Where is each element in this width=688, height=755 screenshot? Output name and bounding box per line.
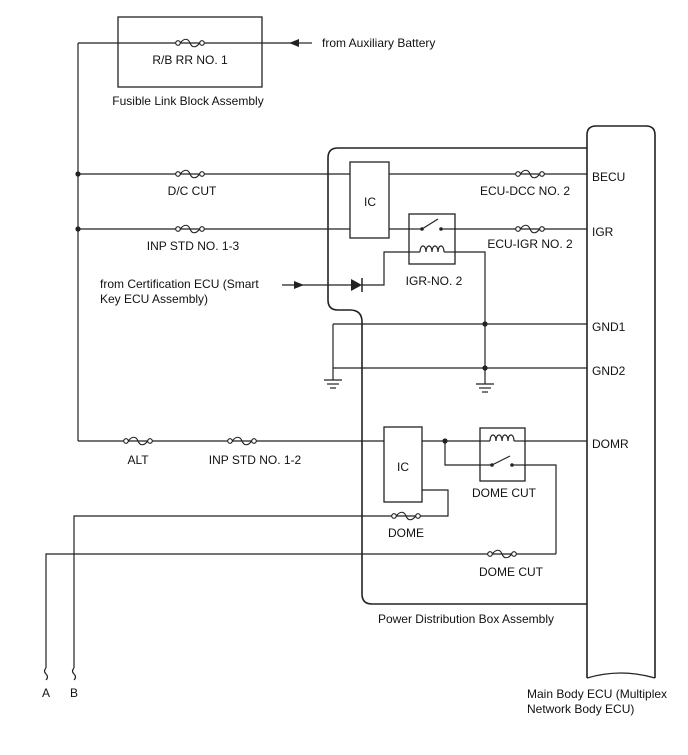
coil-to-diode-wire xyxy=(362,251,409,286)
igr-terminal-label: IGR xyxy=(592,225,614,239)
domr-to-relay-wire xyxy=(444,441,480,466)
main-body-ecu-outline xyxy=(586,125,656,678)
dc-cut-label: D/C CUT xyxy=(168,184,217,198)
cert-ecu-arrow xyxy=(294,281,304,289)
terminal-a-label: A xyxy=(42,686,50,700)
main-body-ecu-label-2: Network Body ECU) xyxy=(527,702,634,716)
relay-contact xyxy=(439,227,443,231)
domr-terminal-label: DOMR xyxy=(592,437,629,451)
dome-fuse xyxy=(391,511,421,521)
main-body-ecu-break xyxy=(586,672,656,679)
inp-std-no1-2-label: INP STD NO. 1-2 xyxy=(209,453,302,467)
ic-bottom-box xyxy=(383,426,423,503)
fusible-link-block-label: Fusible Link Block Assembly xyxy=(112,94,263,108)
relay-contact xyxy=(490,463,494,467)
ecu-dcc-no2-label: ECU-DCC NO. 2 xyxy=(480,184,570,198)
relay-to-dome-cut-wire xyxy=(525,464,557,554)
dome-cut-fuse-label: DOME CUT xyxy=(479,565,544,579)
dome-label: DOME xyxy=(388,526,424,540)
gnd1-terminal-label: GND1 xyxy=(592,320,626,334)
alt-label: ALT xyxy=(127,453,149,467)
ecu-igr-no2-label: ECU-IGR NO. 2 xyxy=(487,237,573,251)
terminal-b-break xyxy=(71,667,77,681)
relay-contact xyxy=(420,227,424,231)
relay-coil xyxy=(419,245,445,253)
rb-rr-no1-label: R/B RR NO. 1 xyxy=(152,53,228,67)
ic-top-box xyxy=(349,161,390,239)
ground-symbol xyxy=(323,379,343,389)
ecu-dcc-no2-fuse xyxy=(515,169,545,179)
igr-no2-relay-box xyxy=(408,213,456,265)
fusible-link-block xyxy=(117,16,263,88)
inp-std-no1-3-label: INP STD NO. 1-3 xyxy=(147,239,240,253)
alt-fuse xyxy=(123,436,153,446)
power-distribution-box-outline xyxy=(327,147,587,605)
inp-std-no1-2-fuse xyxy=(227,436,257,446)
from-cert-ecu-label-2: Key ECU Assembly) xyxy=(100,292,208,306)
main-body-ecu-label-1: Main Body ECU (Multiplex xyxy=(527,687,667,701)
from-aux-battery-label: from Auxiliary Battery xyxy=(322,36,435,50)
relay-contact xyxy=(510,463,514,467)
ground-symbol xyxy=(475,383,495,393)
dome-relay-coil xyxy=(489,434,515,442)
ecu-igr-no2-fuse xyxy=(515,224,545,234)
dome-cut-wire xyxy=(45,553,556,668)
gnd2-terminal-label: GND2 xyxy=(592,364,626,378)
from-cert-ecu-label-1: from Certification ECU (Smart xyxy=(100,277,259,291)
ic-bottom-label: IC xyxy=(397,460,409,474)
power-distribution-box-label: Power Distribution Box Assembly xyxy=(378,612,554,626)
ic-to-dome-wire xyxy=(73,489,449,668)
coil-to-ground-wire xyxy=(455,251,486,384)
relay-switch-arm xyxy=(421,218,439,230)
dome-cut-fuse xyxy=(487,549,517,559)
terminal-a-break xyxy=(43,667,49,681)
inp-std-no1-3-fuse xyxy=(175,224,205,234)
diode-symbol xyxy=(351,279,362,291)
aux-battery-arrow xyxy=(289,39,299,47)
becu-terminal-label: BECU xyxy=(592,170,625,184)
ic-top-label: IC xyxy=(364,195,376,209)
terminal-b-label: B xyxy=(70,686,78,700)
dc-cut-fuse xyxy=(175,169,205,179)
igr-no2-label: IGR-NO. 2 xyxy=(406,274,463,288)
dome-relay-switch-arm xyxy=(491,455,511,466)
dome-cut-relay-label: DOME CUT xyxy=(472,486,537,500)
